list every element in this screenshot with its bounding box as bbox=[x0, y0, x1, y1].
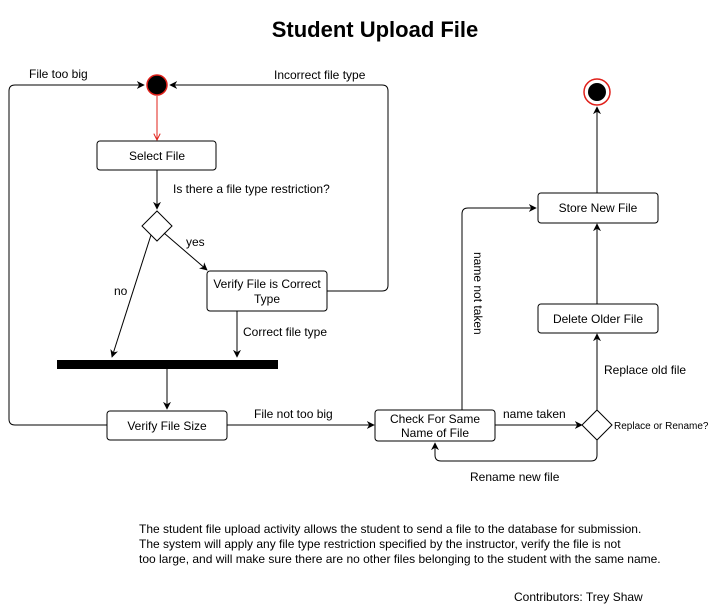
not-too-big-label: File not too big bbox=[254, 407, 333, 421]
edge-too-big bbox=[8, 81, 145, 426]
store-new-node bbox=[537, 192, 659, 224]
incorrect-type-label: Incorrect file type bbox=[274, 68, 366, 82]
name-not-taken-label: name not taken bbox=[471, 252, 485, 335]
check-name-label-1: Check For Same bbox=[390, 412, 480, 426]
replace-rename-question: Replace or Rename? bbox=[614, 421, 709, 432]
join-bar bbox=[57, 360, 278, 369]
delete-older-label: Delete Older File bbox=[553, 312, 643, 326]
contributors: Contributors: Trey Shaw bbox=[514, 590, 643, 604]
rename-new-label: Rename new file bbox=[470, 470, 560, 484]
description-line-2: The system will apply any file type rest… bbox=[139, 537, 621, 551]
description-line-1: The student file upload activity allows … bbox=[139, 522, 642, 536]
verify-type-label-2: Type bbox=[254, 292, 280, 306]
edge-incorrect-type bbox=[169, 81, 389, 292]
delete-older-node bbox=[537, 303, 659, 334]
edge-yes bbox=[163, 232, 208, 271]
final-node-center bbox=[588, 83, 606, 101]
description: The student file upload activity allows … bbox=[139, 522, 699, 567]
correct-type-label: Correct file type bbox=[243, 325, 327, 339]
name-taken-label: name taken bbox=[503, 407, 566, 421]
edge-name-not-taken bbox=[461, 204, 537, 410]
initial-node bbox=[146, 74, 168, 96]
verify-size-label: Verify File Size bbox=[127, 419, 207, 433]
check-name-label-2: Name of File bbox=[401, 426, 469, 440]
diagram-title: Student Upload File bbox=[272, 17, 479, 42]
store-new-label: Store New File bbox=[559, 201, 638, 215]
replace-rename-decision bbox=[581, 409, 613, 441]
type-restriction-question: Is there a file type restriction? bbox=[173, 182, 330, 196]
select-file-label: Select File bbox=[129, 149, 185, 163]
replace-old-label: Replace old file bbox=[604, 363, 686, 377]
description-line-3: too large, and will make sure there are … bbox=[139, 552, 661, 566]
edge-rename-new bbox=[431, 440, 598, 462]
yes-label: yes bbox=[186, 235, 205, 249]
verify-type-label-1: Verify File is Correct bbox=[213, 277, 321, 291]
too-big-label: File too big bbox=[29, 67, 88, 81]
no-label: no bbox=[114, 284, 128, 298]
edge-no bbox=[110, 234, 152, 358]
